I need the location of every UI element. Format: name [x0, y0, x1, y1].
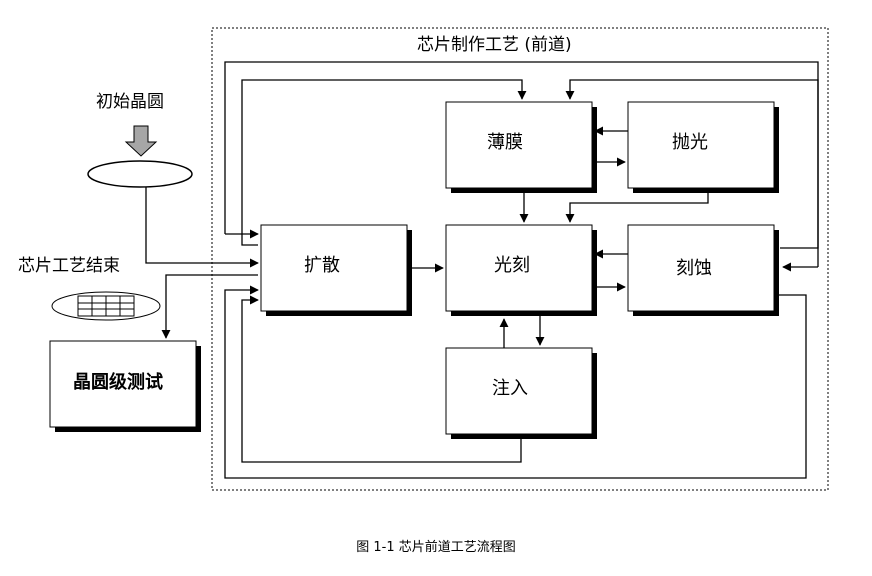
edge-diffusion-to-test [161, 274, 258, 339]
node-diffusion [260, 224, 412, 316]
label-implant: 注入 [492, 378, 528, 399]
front-end-process-frame [211, 27, 829, 491]
end-label: 芯片工艺结束 [18, 256, 120, 276]
label-etching: 刻蚀 [676, 258, 712, 279]
finished-wafer-icon [51, 291, 161, 321]
frame-title: 芯片制作工艺 (前道) [417, 35, 572, 55]
label-lithography: 光刻 [494, 255, 530, 276]
figure-caption: 图 1-1 芯片前道工艺流程图 [356, 540, 516, 555]
edge-polish-to-litho [565, 193, 709, 223]
node-lithography [445, 224, 597, 316]
edge-diffusion-to-thinfilm [241, 79, 527, 246]
edge-etch-bottom-loop [224, 285, 807, 479]
edge-etch-loop-to-diffusion [224, 61, 819, 249]
node-etching [627, 224, 779, 316]
label-polishing: 抛光 [672, 132, 708, 153]
node-implant [445, 347, 597, 439]
initial-wafer-icon [87, 160, 193, 188]
node-thin-film [445, 101, 597, 193]
node-polishing [627, 101, 779, 193]
node-wafer-test [49, 340, 201, 432]
edge-wafer-to-diffusion [145, 187, 259, 268]
edge-etch-to-thinfilm [565, 79, 819, 267]
label-thin-film: 薄膜 [487, 132, 523, 153]
label-diffusion: 扩散 [304, 255, 340, 276]
start-label: 初始晶圆 [96, 92, 164, 112]
start-down-arrow-icon [124, 125, 158, 157]
edge-implant-to-diffusion [241, 295, 522, 463]
label-wafer-test: 晶圆级测试 [73, 372, 163, 393]
